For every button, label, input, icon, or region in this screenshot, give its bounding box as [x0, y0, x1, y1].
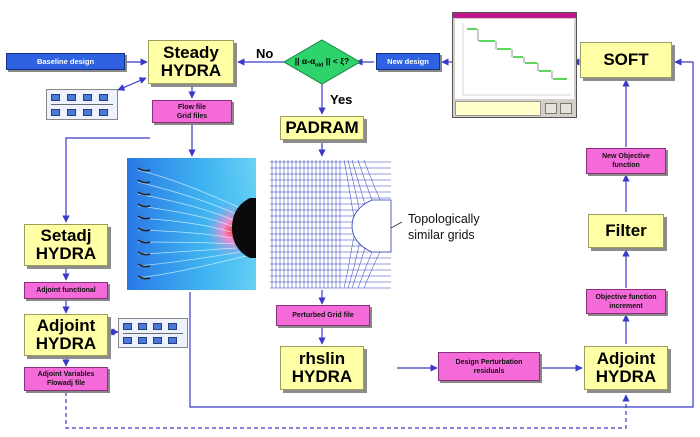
- computer-icon: [67, 94, 76, 101]
- computational-mesh-image: [269, 158, 392, 290]
- computer-icon: [153, 323, 162, 330]
- window-button: [545, 103, 557, 114]
- network-line: [123, 333, 183, 334]
- arrow-adjvars-feedback: [65, 392, 630, 429]
- compute-cluster-top: [46, 89, 118, 120]
- arrow-flowfile-setadj: [62, 137, 150, 223]
- annotation-pointer: [390, 221, 403, 229]
- decision-label: || α-αold || < ξ?: [294, 55, 350, 69]
- convergence-plot: [455, 19, 574, 99]
- computer-icon: [83, 94, 92, 101]
- computer-icon: [168, 337, 177, 344]
- flow-solution-image: [127, 158, 256, 290]
- no-label: No: [256, 46, 274, 61]
- computer-icon: [99, 94, 108, 101]
- computer-icon: [83, 109, 92, 116]
- new-design-box: New design: [376, 53, 440, 70]
- compute-cluster-bottom: [118, 318, 188, 348]
- computer-icon: [51, 94, 60, 101]
- optimisation-history-window: [452, 12, 577, 118]
- window-title-bar: [453, 13, 576, 18]
- arrow-flow-bypass: [189, 58, 694, 408]
- padram-box: PADRAM: [280, 116, 364, 140]
- yes-label: Yes: [330, 92, 353, 107]
- filter-box: Filter: [588, 214, 664, 248]
- computer-icon: [123, 337, 132, 344]
- computer-icon: [168, 323, 177, 330]
- arrow-cluster-steady: [117, 77, 147, 91]
- computer-icon: [67, 109, 76, 116]
- convergence-decision: [283, 39, 361, 85]
- network-line: [51, 104, 113, 105]
- soft-box: SOFT: [580, 42, 672, 78]
- perturbed-grid-file-box: Perturbed Grid file: [276, 305, 370, 326]
- window-info-panel: [455, 101, 541, 116]
- computer-icon: [51, 109, 60, 116]
- computer-icon: [153, 337, 162, 344]
- adjoint-functional-box: Adjoint functional: [24, 282, 108, 299]
- window-button: [560, 103, 572, 114]
- baseline-design-box: Baseline design: [6, 53, 125, 70]
- computer-icon: [99, 109, 108, 116]
- computer-icon: [138, 323, 147, 330]
- computer-icon: [138, 337, 147, 344]
- computer-icon: [123, 323, 132, 330]
